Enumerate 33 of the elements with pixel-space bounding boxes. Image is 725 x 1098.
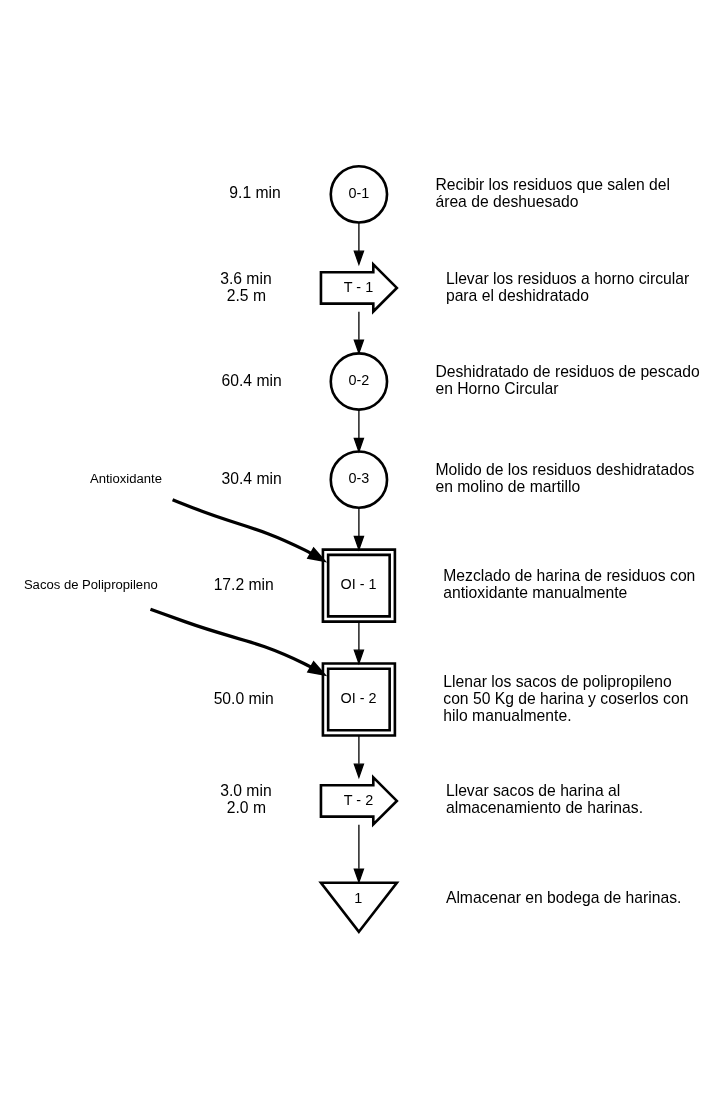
node-label: Almacenar en bodega de harinas.	[445, 889, 682, 907]
arrow	[353, 409, 365, 454]
node-label: Molido de los residuos deshidratados en molino de martillo	[435, 461, 695, 496]
node-circle: 0-1	[329, 164, 389, 224]
node-label: 3.0 min	[220, 782, 272, 800]
node-label: Mezclado de harina de residuos con antioxidante manualmente	[443, 567, 696, 602]
node-label: 60.4 min	[221, 371, 282, 389]
arrow	[353, 222, 365, 267]
arrow	[353, 735, 365, 780]
arrow	[353, 311, 365, 356]
arrow	[149, 607, 328, 677]
node-label: Deshidratado de residuos de pescado en Horno Circular	[435, 363, 700, 398]
arrow	[172, 498, 328, 563]
node-box: OI - 1	[321, 548, 397, 623]
node-label: Recibir los residuos que salen del área de deshuesado	[435, 175, 671, 210]
node-circle: 0-3	[329, 450, 389, 510]
node-label: 30.4 min	[221, 469, 282, 487]
node-label: Llenar los sacos de polipropileno con 50 Kg de harina y coserlos con hilo manualmente.	[443, 672, 689, 724]
node-label: 2.5 m	[226, 286, 266, 304]
node-text: Sacos de Polipropileno	[23, 576, 158, 592]
arrow	[353, 507, 365, 552]
node-circle: 0-2	[329, 352, 389, 411]
arrow	[353, 621, 365, 666]
node-text: Antioxidante	[89, 470, 162, 486]
node-label: 9.1 min	[229, 184, 281, 202]
arrow	[353, 824, 365, 885]
node-label: 50.0 min	[213, 689, 274, 707]
node-label: 3.6 min	[220, 269, 272, 287]
node-label: Llevar sacos de harina al almacenamiento de harinas.	[445, 782, 644, 817]
node-box: OI - 2	[321, 662, 397, 737]
node-label: 17.2 min	[213, 575, 274, 593]
node-label: 2.0 m	[226, 799, 266, 817]
node-label: Llevar los residuos a horno circular para el deshidratado	[445, 269, 690, 304]
